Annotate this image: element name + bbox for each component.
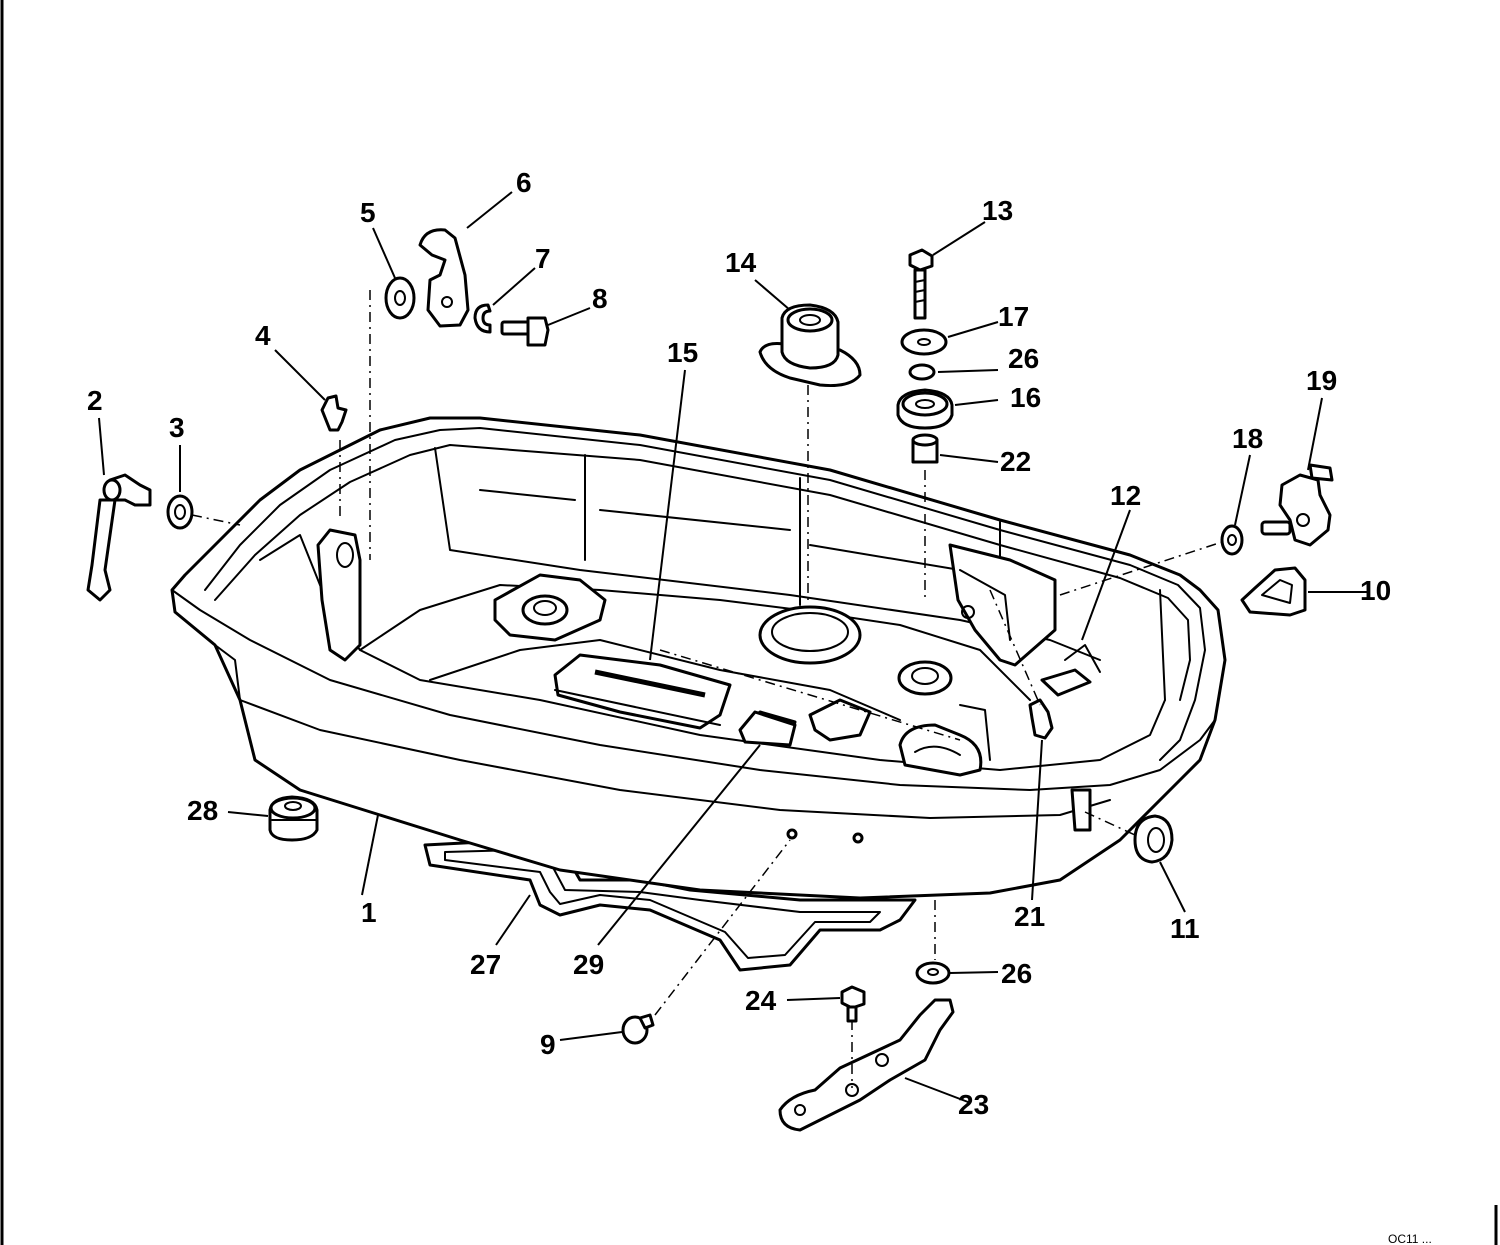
callout-16: 16 <box>1010 382 1041 413</box>
callout-1: 1 <box>361 897 377 928</box>
part-24-bolt <box>840 985 866 1023</box>
part-18-washer <box>1220 524 1244 556</box>
callout-21: 21 <box>1014 901 1045 932</box>
callout-13: 13 <box>982 195 1013 226</box>
callout-14: 14 <box>725 247 757 278</box>
part-9-plug <box>621 1013 655 1045</box>
callout-3: 3 <box>169 412 185 443</box>
part-1-lower-pan <box>170 416 1227 900</box>
callout-19: 19 <box>1306 365 1337 396</box>
part-10-bumper <box>1240 566 1307 617</box>
part-27-gasket <box>423 838 917 972</box>
part-23-bracket <box>778 998 955 1132</box>
part-16-grommet <box>896 388 954 430</box>
part-22-sleeve <box>911 433 939 464</box>
part-11-grommet <box>1133 814 1174 864</box>
part-19-latch <box>1260 463 1334 547</box>
callout-labels: 1 2 3 4 5 6 7 8 9 10 11 12 13 14 15 16 1… <box>87 167 1391 1120</box>
part-29-plate <box>738 710 797 747</box>
callout-17: 17 <box>998 301 1029 332</box>
part-17-washer <box>900 328 948 356</box>
part-2-lever <box>86 473 152 602</box>
part-4-fitting <box>320 394 348 432</box>
part-8-bolt <box>500 316 550 347</box>
callout-24: 24 <box>745 985 777 1016</box>
callout-7: 7 <box>535 243 551 274</box>
part-5-washer <box>384 276 416 320</box>
callout-22: 22 <box>1000 446 1031 477</box>
callout-15: 15 <box>667 337 698 368</box>
part-7-clip <box>473 303 492 334</box>
part-14-grommet <box>758 303 862 387</box>
callout-27: 27 <box>470 949 501 980</box>
callout-8: 8 <box>592 283 608 314</box>
assembly-centerlines <box>191 290 1223 1088</box>
callout-18: 18 <box>1232 423 1263 454</box>
callout-6: 6 <box>516 167 532 198</box>
callout-29: 29 <box>573 949 604 980</box>
callout-5: 5 <box>360 197 376 228</box>
callout-9: 9 <box>540 1029 556 1060</box>
callout-26-lower: 26 <box>1001 958 1032 989</box>
callout-10: 10 <box>1360 575 1391 606</box>
callout-12: 12 <box>1110 480 1141 511</box>
part-26-washer-lower <box>915 961 951 985</box>
callout-23: 23 <box>958 1089 989 1120</box>
callout-11: 11 <box>1170 913 1200 944</box>
part-13-bolt <box>908 248 934 320</box>
footer-code: OC11 ... <box>1388 1232 1432 1245</box>
part-26-washer-upper <box>908 363 936 381</box>
part-21-screw <box>1028 698 1054 740</box>
callout-2: 2 <box>87 385 103 416</box>
part-6-hook <box>418 228 470 328</box>
part-28-grommet <box>268 795 319 842</box>
callout-leaders <box>98 191 1368 1103</box>
callout-4: 4 <box>255 320 271 351</box>
callout-28: 28 <box>187 795 218 826</box>
part-3-washer <box>166 494 194 530</box>
callout-26-upper: 26 <box>1008 343 1039 374</box>
part-15-grille <box>553 653 732 730</box>
